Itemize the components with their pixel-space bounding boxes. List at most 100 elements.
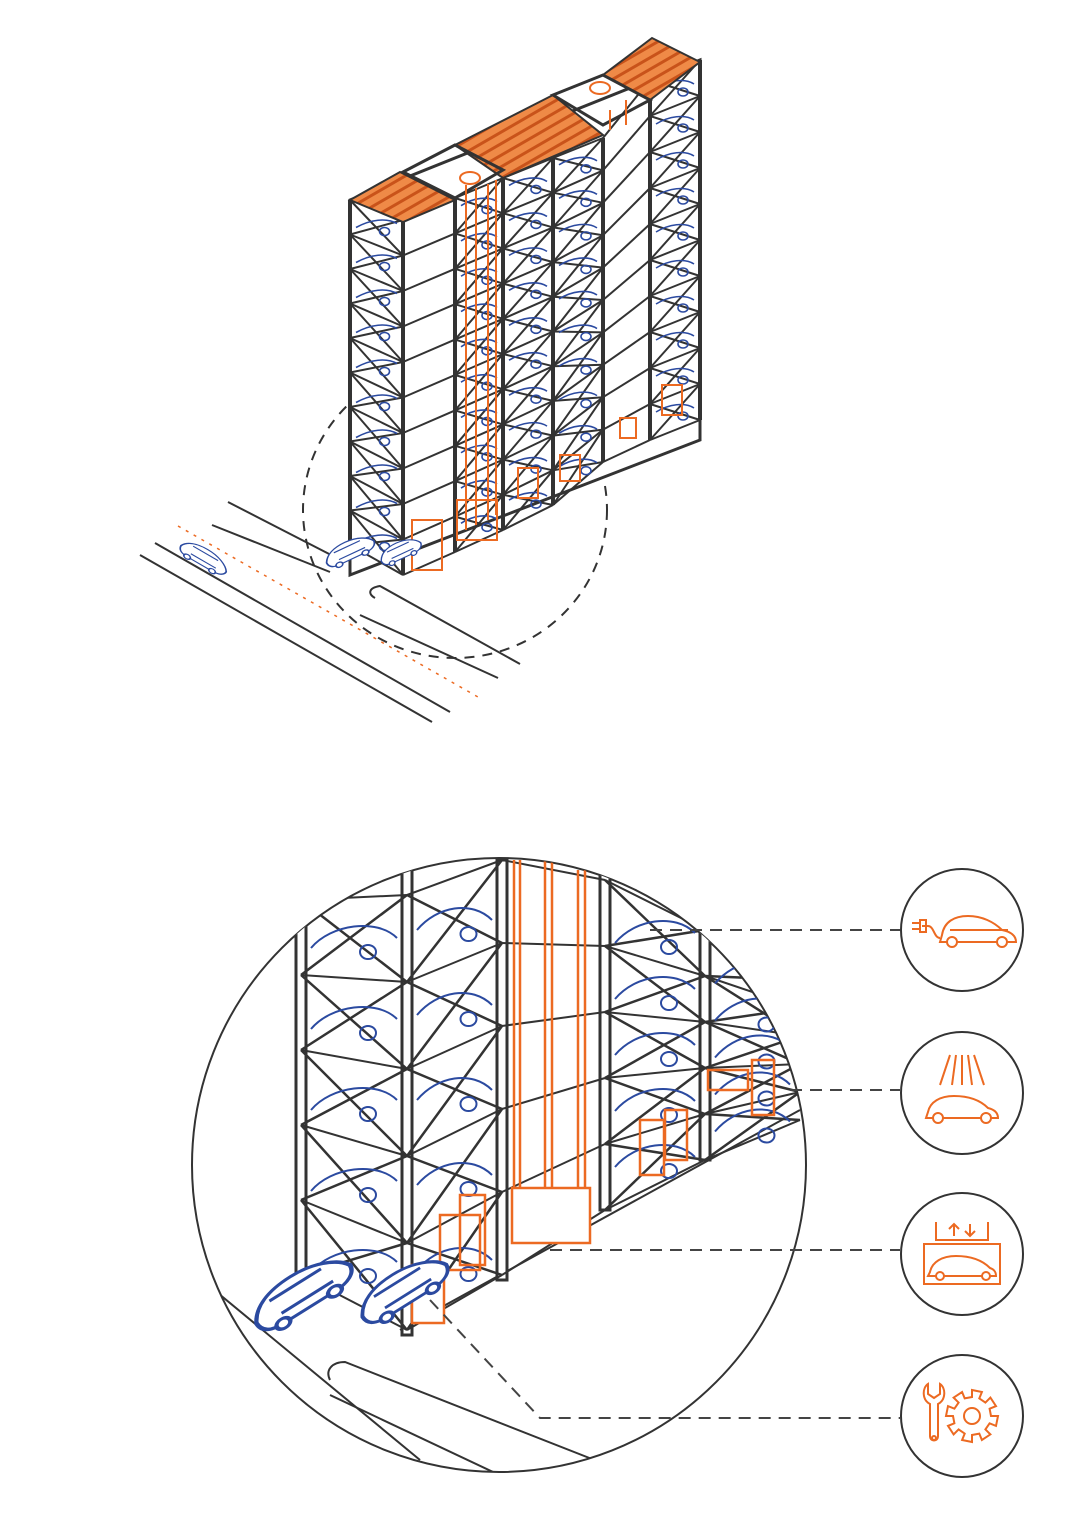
bay-car bbox=[355, 219, 398, 229]
zoom-bay-car-wheel bbox=[660, 1163, 678, 1179]
bay-car bbox=[655, 403, 695, 413]
zoom-bay-car bbox=[310, 925, 398, 949]
zoom-bay-car-wheel bbox=[757, 979, 776, 996]
leader-maintenance bbox=[429, 1299, 900, 1419]
callout-car-wash bbox=[900, 1031, 1024, 1155]
bay-car bbox=[558, 290, 598, 300]
bay-car bbox=[460, 267, 498, 277]
bay-car-wheel bbox=[580, 231, 592, 241]
bay-car-wheel bbox=[580, 163, 592, 174]
bay-car bbox=[558, 257, 598, 267]
bay-car-wheel bbox=[580, 298, 592, 308]
bay-car bbox=[355, 499, 398, 509]
bay-car-wheel bbox=[530, 219, 542, 230]
bay-car bbox=[460, 373, 498, 383]
zoom-bay-car-wheel bbox=[660, 1051, 678, 1067]
bay-car-wheel bbox=[378, 366, 391, 377]
bay-car bbox=[355, 254, 398, 264]
bay-car-wheel bbox=[530, 184, 542, 195]
bay-car-wheel bbox=[580, 365, 592, 375]
zoom-bay-car bbox=[310, 1006, 398, 1030]
bay-car bbox=[355, 429, 398, 439]
bay-car bbox=[508, 421, 548, 431]
zoom-bay-car bbox=[614, 1087, 696, 1112]
bay-car-wheel bbox=[530, 289, 542, 300]
bay-car bbox=[508, 177, 548, 187]
bay-car-wheel bbox=[481, 522, 493, 533]
bay-car bbox=[558, 357, 598, 367]
bay-car-wheel bbox=[677, 123, 689, 133]
bay-car bbox=[508, 491, 548, 501]
zoom-bay-car bbox=[614, 1143, 696, 1168]
bay-car bbox=[508, 247, 548, 257]
callout-maintenance bbox=[900, 1354, 1024, 1478]
bay-car-wheel bbox=[378, 331, 391, 342]
zoom-bay-car-wheel bbox=[359, 1025, 377, 1041]
zoom-bay-car-wheel bbox=[757, 1127, 776, 1144]
bay-car-wheel bbox=[378, 261, 391, 272]
bay-car bbox=[655, 223, 695, 233]
zoom-bay-car-wheel bbox=[459, 1011, 478, 1027]
bay-car bbox=[355, 394, 398, 404]
bay-car bbox=[508, 212, 548, 222]
car-lift-icon bbox=[923, 1222, 1001, 1285]
ev-charging-icon bbox=[912, 914, 1018, 948]
bay-car bbox=[508, 386, 548, 396]
roof-left bbox=[347, 170, 458, 224]
bay-car bbox=[558, 223, 598, 233]
bay-car-wheel bbox=[580, 197, 592, 208]
zoom-bay-car-wheel bbox=[660, 939, 678, 955]
zoom-bay-car bbox=[416, 1076, 493, 1101]
zoom-bay-car bbox=[310, 1087, 398, 1111]
zoom-bay-car bbox=[416, 1161, 493, 1186]
bay-car-wheel bbox=[580, 331, 592, 342]
car-on-road bbox=[175, 536, 233, 581]
lift-shaft bbox=[410, 860, 776, 1325]
zoom-bay-car bbox=[310, 1168, 398, 1192]
bay-car bbox=[460, 303, 498, 313]
wrench-icon bbox=[922, 1382, 946, 1442]
bay-car-wheel bbox=[677, 87, 689, 97]
bay-car bbox=[655, 367, 695, 377]
bay-car bbox=[355, 464, 398, 474]
gear-icon bbox=[944, 1388, 1000, 1444]
callout-car-lift bbox=[900, 1192, 1024, 1316]
bay-car bbox=[460, 515, 498, 525]
zoom-bay-car-wheel bbox=[459, 926, 478, 942]
bay-car-wheel bbox=[378, 401, 391, 412]
bay-car bbox=[558, 324, 598, 334]
bay-car-wheel bbox=[677, 267, 689, 277]
bay-car-wheel bbox=[378, 471, 391, 482]
bay-car-wheel bbox=[530, 464, 542, 474]
bay-car bbox=[655, 259, 695, 269]
zoom-bay-car bbox=[416, 991, 493, 1016]
bay-car-wheel bbox=[580, 432, 592, 442]
zoom-bay-car bbox=[614, 975, 696, 1000]
bay-car bbox=[508, 456, 548, 466]
bay-car-wheel bbox=[580, 264, 592, 275]
roof-middle bbox=[453, 93, 605, 180]
zoom-bay-car bbox=[614, 919, 696, 944]
bay-car bbox=[508, 351, 548, 361]
bay-car-wheel bbox=[530, 324, 542, 335]
bay-car bbox=[460, 479, 498, 489]
bay-car-wheel bbox=[530, 429, 542, 439]
bay-car bbox=[508, 316, 548, 326]
zoom-bay-car-wheel bbox=[660, 1107, 678, 1123]
zoom-bay-car-wheel bbox=[459, 1266, 478, 1282]
zoom-bay-car-wheel bbox=[359, 1187, 377, 1203]
bay-car bbox=[655, 295, 695, 305]
zoom-bay-car-wheel bbox=[459, 1096, 478, 1112]
zoom-bay-car bbox=[416, 906, 493, 931]
lift-platform bbox=[510, 1186, 592, 1245]
bay-car bbox=[655, 115, 695, 125]
bay-car bbox=[655, 151, 695, 161]
bay-car bbox=[355, 359, 398, 369]
bay-car-wheel bbox=[580, 398, 592, 409]
callout-ev-charging bbox=[900, 868, 1024, 992]
bay-car-wheel bbox=[677, 231, 689, 241]
tower-rack bbox=[347, 36, 702, 578]
zoom-detail-view bbox=[191, 857, 807, 1473]
bay-car-wheel bbox=[677, 339, 689, 349]
bay-car bbox=[460, 197, 498, 207]
